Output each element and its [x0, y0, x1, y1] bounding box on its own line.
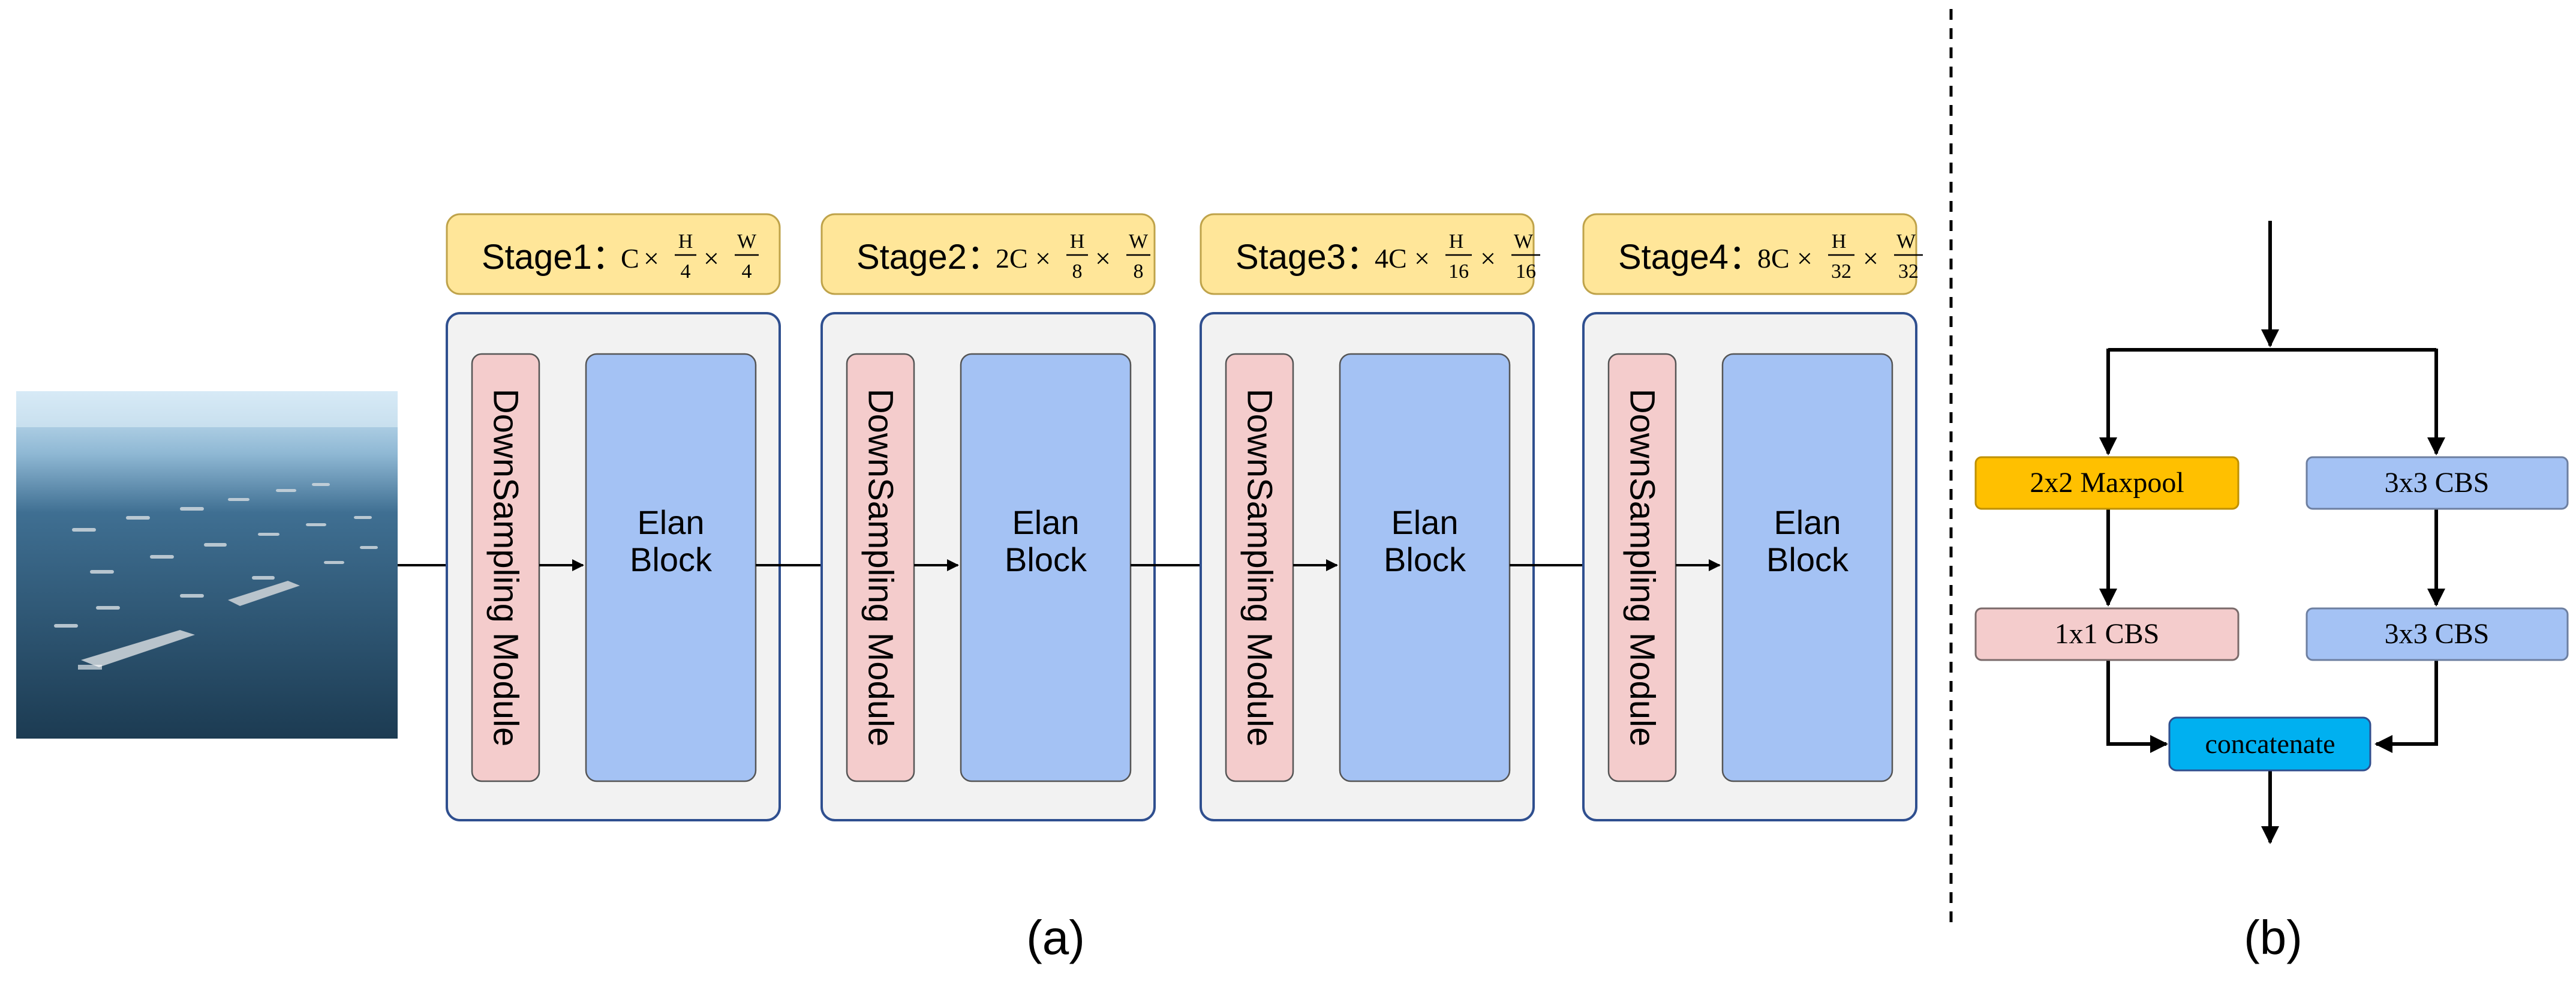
times-sign: × — [1095, 243, 1111, 274]
elan-label-line1: Elan — [1391, 503, 1458, 541]
caption-a: (a) — [1026, 911, 1085, 964]
fraction-numerator: W — [1129, 230, 1149, 253]
elan-label-line2: Block — [1766, 541, 1849, 578]
times-sign: × — [644, 243, 659, 274]
panel-b: 2x2 Maxpool 3x3 CBS 1x1 CBS 3x3 CBS conc… — [1974, 221, 2569, 844]
stage-name: Stage4： — [1618, 238, 1763, 277]
fraction-denominator: 4 — [742, 260, 752, 283]
input-image — [16, 391, 398, 739]
fraction-numerator: W — [1896, 230, 1916, 253]
stage-header — [820, 213, 1156, 295]
channel-coef: 4C — [1375, 243, 1407, 274]
fraction-numerator: H — [1832, 230, 1847, 253]
cbs3-top-label: 3x3 CBS — [2385, 467, 2490, 499]
stage-header-formula: Stage1：C×H4×W4 — [482, 230, 759, 283]
times-sign: × — [1797, 243, 1812, 274]
elan-block — [1339, 353, 1511, 782]
downsampling-label: DownSampling Module — [486, 389, 525, 746]
elan-label-line1: Elan — [637, 503, 704, 541]
cbs3-bottom-label: 3x3 CBS — [2385, 618, 2490, 650]
times-sign: × — [704, 243, 719, 274]
downsampling-label: DownSampling Module — [1240, 389, 1279, 746]
fraction-denominator: 16 — [1448, 260, 1469, 283]
stage-name: Stage1： — [482, 238, 627, 277]
stage-header — [1582, 213, 1917, 295]
fraction-denominator: 32 — [1831, 260, 1851, 283]
stage-name: Stage3： — [1236, 238, 1381, 277]
cbs3-top-block: 3x3 CBS — [2306, 456, 2569, 510]
times-sign: × — [1863, 243, 1878, 274]
fraction-numerator: W — [737, 230, 757, 253]
elan-label-line1: Elan — [1012, 503, 1079, 541]
elan-block — [960, 353, 1132, 782]
fraction-numerator: W — [1514, 230, 1534, 253]
times-sign: × — [1414, 243, 1430, 274]
elan-label-line2: Block — [1384, 541, 1466, 578]
stage-header-formula: Stage4：8C×H32×W32 — [1618, 230, 1923, 283]
stage-name: Stage2： — [856, 238, 1002, 277]
downsampling-block — [846, 353, 915, 782]
elan-label-line2: Block — [1005, 541, 1087, 578]
downsampling-label: DownSampling Module — [861, 389, 900, 746]
downsampling-label: DownSampling Module — [1623, 389, 1662, 746]
cbs3-bottom-block: 3x3 CBS — [2306, 607, 2569, 661]
concatenate-block: concatenate — [2168, 716, 2371, 772]
downsampling-block — [1607, 353, 1677, 782]
times-sign: × — [1035, 243, 1051, 274]
cbs1-label: 1x1 CBS — [2055, 618, 2160, 650]
elan-label-line1: Elan — [1774, 503, 1841, 541]
fraction-denominator: 16 — [1516, 260, 1536, 283]
fraction-numerator: H — [1070, 230, 1085, 253]
fraction-denominator: 8 — [1072, 260, 1083, 283]
elan-label-line2: Block — [630, 541, 713, 578]
elan-block — [1721, 353, 1893, 782]
stage-header-formula: Stage2：2C×H8×W8 — [856, 230, 1150, 283]
stage-header — [446, 213, 781, 295]
elan-block — [585, 353, 757, 782]
times-sign: × — [1480, 243, 1496, 274]
downsampling-block — [1225, 353, 1294, 782]
cbs1-block: 1x1 CBS — [1974, 607, 2240, 661]
concatenate-label: concatenate — [2205, 728, 2335, 759]
caption-b: (b) — [2244, 911, 2303, 964]
downsampling-block — [471, 353, 540, 782]
channel-coef: C — [621, 243, 639, 274]
stage-header-formula: Stage3：4C×H16×W16 — [1236, 230, 1540, 283]
maxpool-block: 2x2 Maxpool — [1974, 456, 2240, 510]
fraction-denominator: 4 — [681, 260, 691, 283]
maxpool-label: 2x2 Maxpool — [2030, 467, 2184, 499]
channel-coef: 8C — [1757, 243, 1790, 274]
fraction-denominator: 32 — [1898, 260, 1919, 283]
fraction-numerator: H — [1449, 230, 1464, 253]
channel-coef: 2C — [996, 243, 1028, 274]
stage-header — [1200, 213, 1535, 295]
fraction-denominator: 8 — [1134, 260, 1144, 283]
fraction-numerator: H — [678, 230, 693, 253]
